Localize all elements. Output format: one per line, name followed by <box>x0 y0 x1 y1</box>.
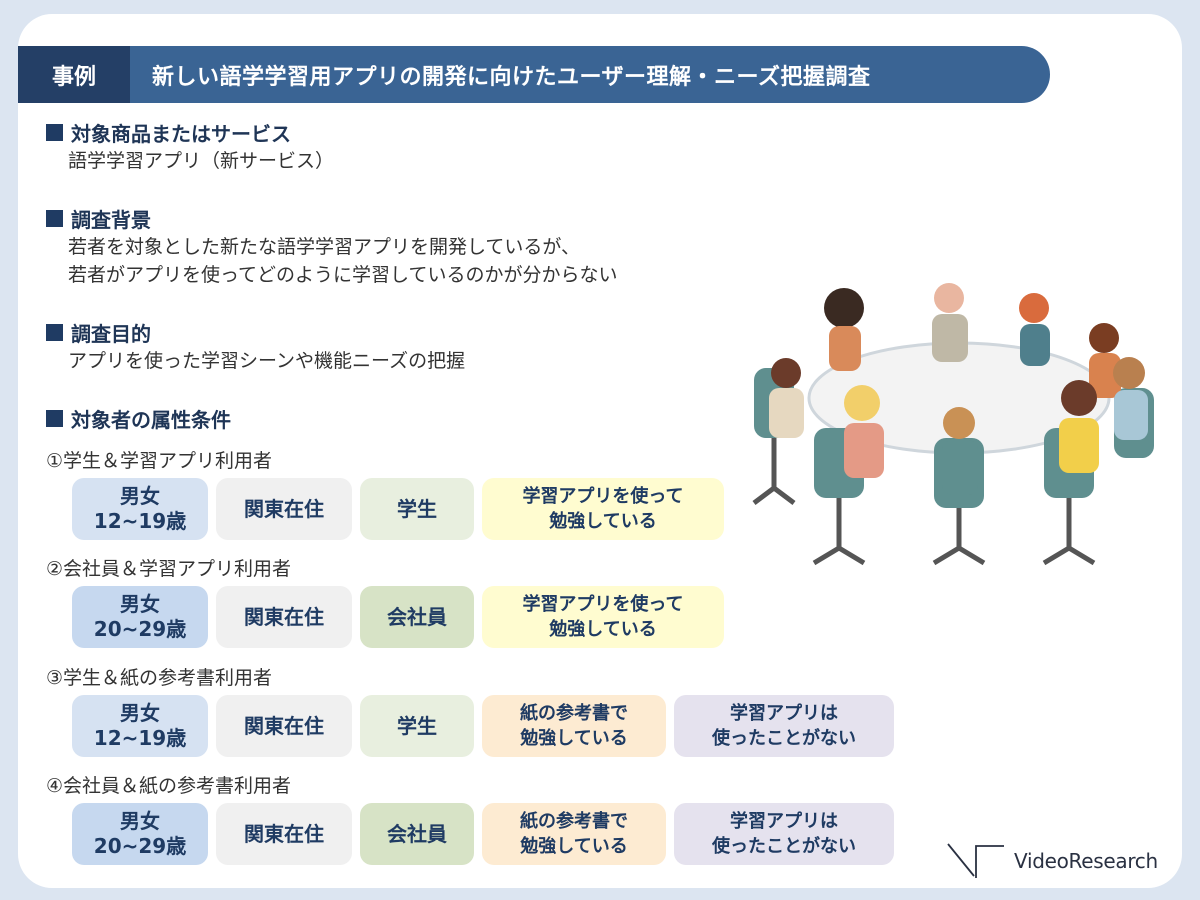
chip-occupation: 学生 <box>360 695 474 757</box>
chip-occupation: 学生 <box>360 478 474 540</box>
chip-study-method: 学習アプリを使って 勉強している <box>482 478 724 540</box>
section-target-product: 対象商品またはサービス 語学学習アプリ（新サービス） <box>46 118 334 175</box>
chip-region: 関東在住 <box>216 803 352 865</box>
page-title: 新しい語学学習用アプリの開発に向けたユーザー理解・ニーズ把握調査 <box>152 64 871 90</box>
chip-region: 関東在住 <box>216 695 352 757</box>
section-heading: 対象者の属性条件 <box>71 408 231 432</box>
square-bullet-icon <box>46 210 63 227</box>
section-purpose: 調査目的 アプリを使った学習シーンや機能ニーズの把握 <box>46 318 465 375</box>
section-body: 語学学習アプリ（新サービス） <box>68 150 335 172</box>
group-chips: 男女 12~19歳 関東在住 学生 学習アプリを使って 勉強している <box>72 478 724 540</box>
chip-gender-age: 男女 20~29歳 <box>72 586 208 648</box>
chip-occupation: 会社員 <box>360 586 474 648</box>
section-heading: 対象商品またはサービス <box>71 122 291 146</box>
chip-gender-age: 男女 20~29歳 <box>72 803 208 865</box>
logo-text: VideoResearch <box>1014 849 1158 873</box>
chip-study-method: 紙の参考書で 勉強している <box>482 803 666 865</box>
section-body: アプリを使った学習シーンや機能ニーズの把握 <box>68 350 466 372</box>
square-bullet-icon <box>46 410 63 427</box>
group-label: ④会社員＆紙の参考書利用者 <box>46 775 292 797</box>
chip-gender-age: 男女 12~19歳 <box>72 695 208 757</box>
chip-occupation: 会社員 <box>360 803 474 865</box>
group-chips: 男女 12~19歳 関東在住 学生 紙の参考書で 勉強している 学習アプリは 使… <box>72 695 894 757</box>
video-research-logo: VideoResearch <box>946 842 1158 880</box>
section-body: 若者がアプリを使ってどのように学習しているのかが分からない <box>68 264 618 286</box>
group-label: ①学生＆学習アプリ利用者 <box>46 450 273 472</box>
group-label: ②会社員＆学習アプリ利用者 <box>46 558 292 580</box>
section-attributes: 対象者の属性条件 <box>46 404 231 433</box>
chip-gender-age: 男女 12~19歳 <box>72 478 208 540</box>
group-label: ③学生＆紙の参考書利用者 <box>46 667 273 689</box>
chip-region: 関東在住 <box>216 478 352 540</box>
group-chips: 男女 20~29歳 関東在住 会社員 紙の参考書で 勉強している 学習アプリは … <box>72 803 894 865</box>
square-bullet-icon <box>46 324 63 341</box>
section-background: 調査背景 若者を対象とした新たな語学学習アプリを開発しているが、 若者がアプリを… <box>46 204 617 289</box>
logo-mark-icon <box>947 843 1004 878</box>
group-discussion-illustration <box>752 283 1154 566</box>
case-tag: 事例 <box>18 46 130 103</box>
section-heading: 調査目的 <box>71 322 151 346</box>
chip-study-method: 紙の参考書で 勉強している <box>482 695 666 757</box>
chip-study-method: 学習アプリを使って 勉強している <box>482 586 724 648</box>
chip-app-usage: 学習アプリは 使ったことがない <box>674 803 894 865</box>
square-bullet-icon <box>46 124 63 141</box>
section-heading: 調査背景 <box>71 208 151 232</box>
header-bar: 事例 新しい語学学習用アプリの開発に向けたユーザー理解・ニーズ把握調査 <box>18 46 1050 103</box>
group-chips: 男女 20~29歳 関東在住 会社員 学習アプリを使って 勉強している <box>72 586 724 648</box>
chip-app-usage: 学習アプリは 使ったことがない <box>674 695 894 757</box>
chip-region: 関東在住 <box>216 586 352 648</box>
section-body: 若者を対象とした新たな語学学習アプリを開発しているが、 <box>68 236 581 258</box>
